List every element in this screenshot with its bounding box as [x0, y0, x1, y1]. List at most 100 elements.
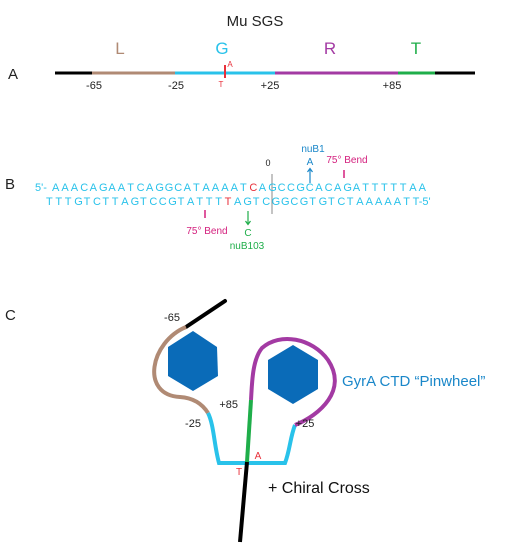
l-region-label: L: [115, 39, 124, 58]
bottom_strand-base: C: [159, 196, 167, 208]
bend-top-label: 75° Bend: [326, 155, 367, 166]
bottom_strand-base: T: [178, 196, 185, 208]
bottom_strand-base: G: [300, 196, 309, 208]
r-region-strand: [249, 336, 337, 427]
top_strand-base: A: [334, 182, 342, 194]
nub103-base: C: [244, 228, 251, 239]
top_strand-base: A: [315, 182, 323, 194]
top_strand-base: A: [212, 182, 220, 194]
bottom_strand-base: C: [290, 196, 298, 208]
bottom_strand-base: T: [140, 196, 147, 208]
top_strand-base: A: [71, 182, 79, 194]
tick-label-minus25: -25: [168, 80, 184, 92]
top_strand-base: A: [61, 182, 69, 194]
t-region-label: T: [411, 39, 421, 58]
top_strand-base: A: [90, 182, 98, 194]
mutation-bottom-label: T: [219, 80, 224, 89]
position-minus65: -65: [164, 312, 180, 324]
bottom_strand-base: T: [84, 196, 91, 208]
top_strand-base: A: [52, 182, 60, 194]
top_strand-base: C: [249, 182, 257, 194]
bottom_strand-base: A: [121, 196, 129, 208]
tick-label-plus85: +85: [383, 80, 402, 92]
bottom_strand-base: T: [65, 196, 72, 208]
top_strand-base: A: [108, 182, 116, 194]
bottom_strand-base: T: [309, 196, 316, 208]
bottom_strand-base: T: [253, 196, 260, 208]
gyra-ctd-right-hexagon: [268, 345, 318, 404]
bottom_strand-base: A: [384, 196, 392, 208]
nub1-base: A: [307, 157, 314, 168]
position-minus25: -25: [185, 418, 201, 430]
bottom_strand-base: G: [272, 196, 281, 208]
top_strand-base: T: [400, 182, 407, 194]
top_strand-base: G: [268, 182, 277, 194]
bottom_strand-base: T: [102, 196, 109, 208]
bottom_strand-base: G: [319, 196, 328, 208]
bottom_strand-base: C: [262, 196, 270, 208]
panel-a-label: A: [8, 66, 18, 83]
crossing-a-label: A: [255, 451, 262, 462]
top_strand-base: T: [193, 182, 200, 194]
nub103-arrow-icon: [245, 211, 251, 226]
bottom_strand-base: T: [55, 196, 62, 208]
top_strand-base: G: [296, 182, 305, 194]
bottom_strand-base: A: [356, 196, 364, 208]
top_strand-base: T: [381, 182, 388, 194]
top_strand-base: G: [165, 182, 174, 194]
bottom_strand-base: A: [366, 196, 374, 208]
bottom_strand-base: A: [234, 196, 242, 208]
top_strand-base: A: [419, 182, 427, 194]
r-region-label: R: [324, 39, 336, 58]
crossing-t-label: T: [236, 467, 242, 478]
top_strand-base: A: [202, 182, 210, 194]
bottom_strand-base: G: [168, 196, 177, 208]
g-region-strand: [206, 412, 297, 465]
top_strand-base: A: [146, 182, 154, 194]
bottom_strand-base: T: [215, 196, 222, 208]
tick-label-plus25: +25: [261, 80, 280, 92]
mutation-top-label: A: [227, 60, 233, 69]
bottom_strand-base: T: [328, 196, 335, 208]
nub1-arrow-icon: [307, 167, 313, 183]
origin-zero-label: 0: [265, 158, 270, 168]
flank-top-strand: [184, 299, 227, 329]
diagram-title: Mu SGS: [227, 13, 284, 30]
top_strand-base: A: [118, 182, 126, 194]
bend-bottom-label: 75° Bend: [186, 226, 227, 237]
pinwheel-label: GyrA CTD “Pinwheel”: [342, 373, 485, 390]
bottom_strand-base: G: [243, 196, 252, 208]
bottom_strand-base: G: [74, 196, 83, 208]
flank-bottom-strand: [238, 461, 249, 543]
top_strand-base: C: [137, 182, 145, 194]
bottom_strand-base: A: [375, 196, 383, 208]
panel-c-label: C: [5, 307, 16, 324]
top_strand-base: A: [353, 182, 361, 194]
top_strand-base: 5'-: [35, 182, 47, 194]
bottom_strand-base: A: [394, 196, 402, 208]
top_strand-base: A: [231, 182, 239, 194]
position-plus25: +25: [296, 418, 315, 430]
top_strand-base: T: [127, 182, 134, 194]
top_strand-base: T: [240, 182, 247, 194]
top_strand-base: A: [221, 182, 229, 194]
top_strand-base: C: [287, 182, 295, 194]
position-plus85: +85: [219, 399, 238, 411]
tick-label-minus65: -65: [86, 80, 102, 92]
top_strand-base: G: [155, 182, 164, 194]
bottom_strand-base: T: [196, 196, 203, 208]
top_strand-base: C: [306, 182, 314, 194]
top_strand-base: A: [409, 182, 417, 194]
nub1-label: nuB1: [301, 144, 325, 155]
top_strand-base: C: [278, 182, 286, 194]
top_strand-base: C: [325, 182, 333, 194]
t-region-strand: [245, 399, 253, 463]
top_strand-base: T: [372, 182, 379, 194]
top_strand-base: T: [362, 182, 369, 194]
bottom_strand-base: G: [131, 196, 140, 208]
l-region-strand: [152, 325, 210, 415]
bottom_strand-base: C: [149, 196, 157, 208]
bottom_strand-base: T: [347, 196, 354, 208]
